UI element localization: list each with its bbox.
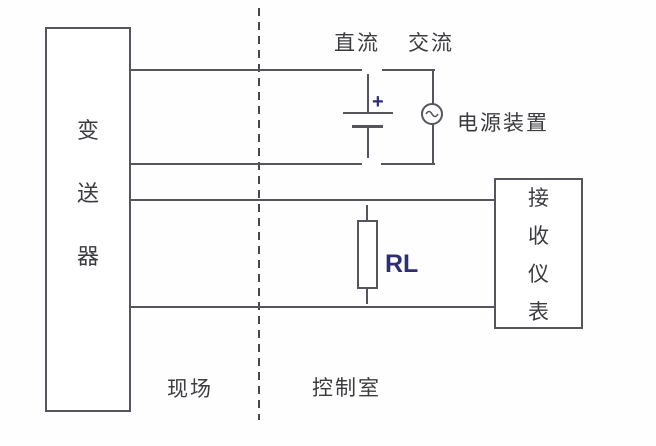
transmitter-label-char: 变 <box>76 118 99 143</box>
ac-branch-wire-bottom <box>432 123 434 165</box>
resistor-lead-bottom <box>366 288 368 304</box>
transmitter-label-char: 器 <box>76 244 99 269</box>
receiver-label: 接 收 仪 表 <box>494 188 583 323</box>
field-control-divider-line <box>258 8 260 420</box>
receiver-label-char: 收 <box>528 225 549 248</box>
wire-power-bottom-left <box>131 163 362 165</box>
transmitter-box <box>45 27 131 412</box>
wire-power-top-left <box>131 69 362 71</box>
battery-plus-sign: + <box>372 91 384 113</box>
receiver-box <box>494 178 583 329</box>
control-room-label: 控制室 <box>312 377 381 400</box>
battery-plate-long <box>343 112 393 114</box>
ac-source-icon <box>421 103 443 125</box>
wire-power-bottom-right <box>381 163 435 165</box>
load-resistor-label: RL <box>385 250 419 278</box>
wire-power-top-right <box>382 69 435 71</box>
battery-plate-short <box>352 125 383 128</box>
battery-lead-top <box>367 74 369 113</box>
battery-lead-bottom <box>367 128 369 158</box>
ac-label: 交流 <box>408 32 454 55</box>
wire-signal-bottom <box>131 306 494 308</box>
power-supply-label: 电源装置 <box>457 112 549 135</box>
receiver-label-char: 仪 <box>528 263 549 286</box>
load-resistor-icon <box>357 220 378 289</box>
ac-branch-wire-top <box>432 69 434 106</box>
sine-wave-icon <box>425 110 439 118</box>
dc-label: 直流 <box>334 32 380 55</box>
transmitter-label-char: 送 <box>76 181 99 206</box>
wire-signal-top <box>131 199 494 201</box>
receiver-label-char: 接 <box>528 187 549 210</box>
field-label: 现场 <box>167 378 213 401</box>
receiver-label-char: 表 <box>528 301 549 324</box>
resistor-lead-top <box>366 205 368 220</box>
transmitter-label: 变 送 器 <box>45 120 131 268</box>
